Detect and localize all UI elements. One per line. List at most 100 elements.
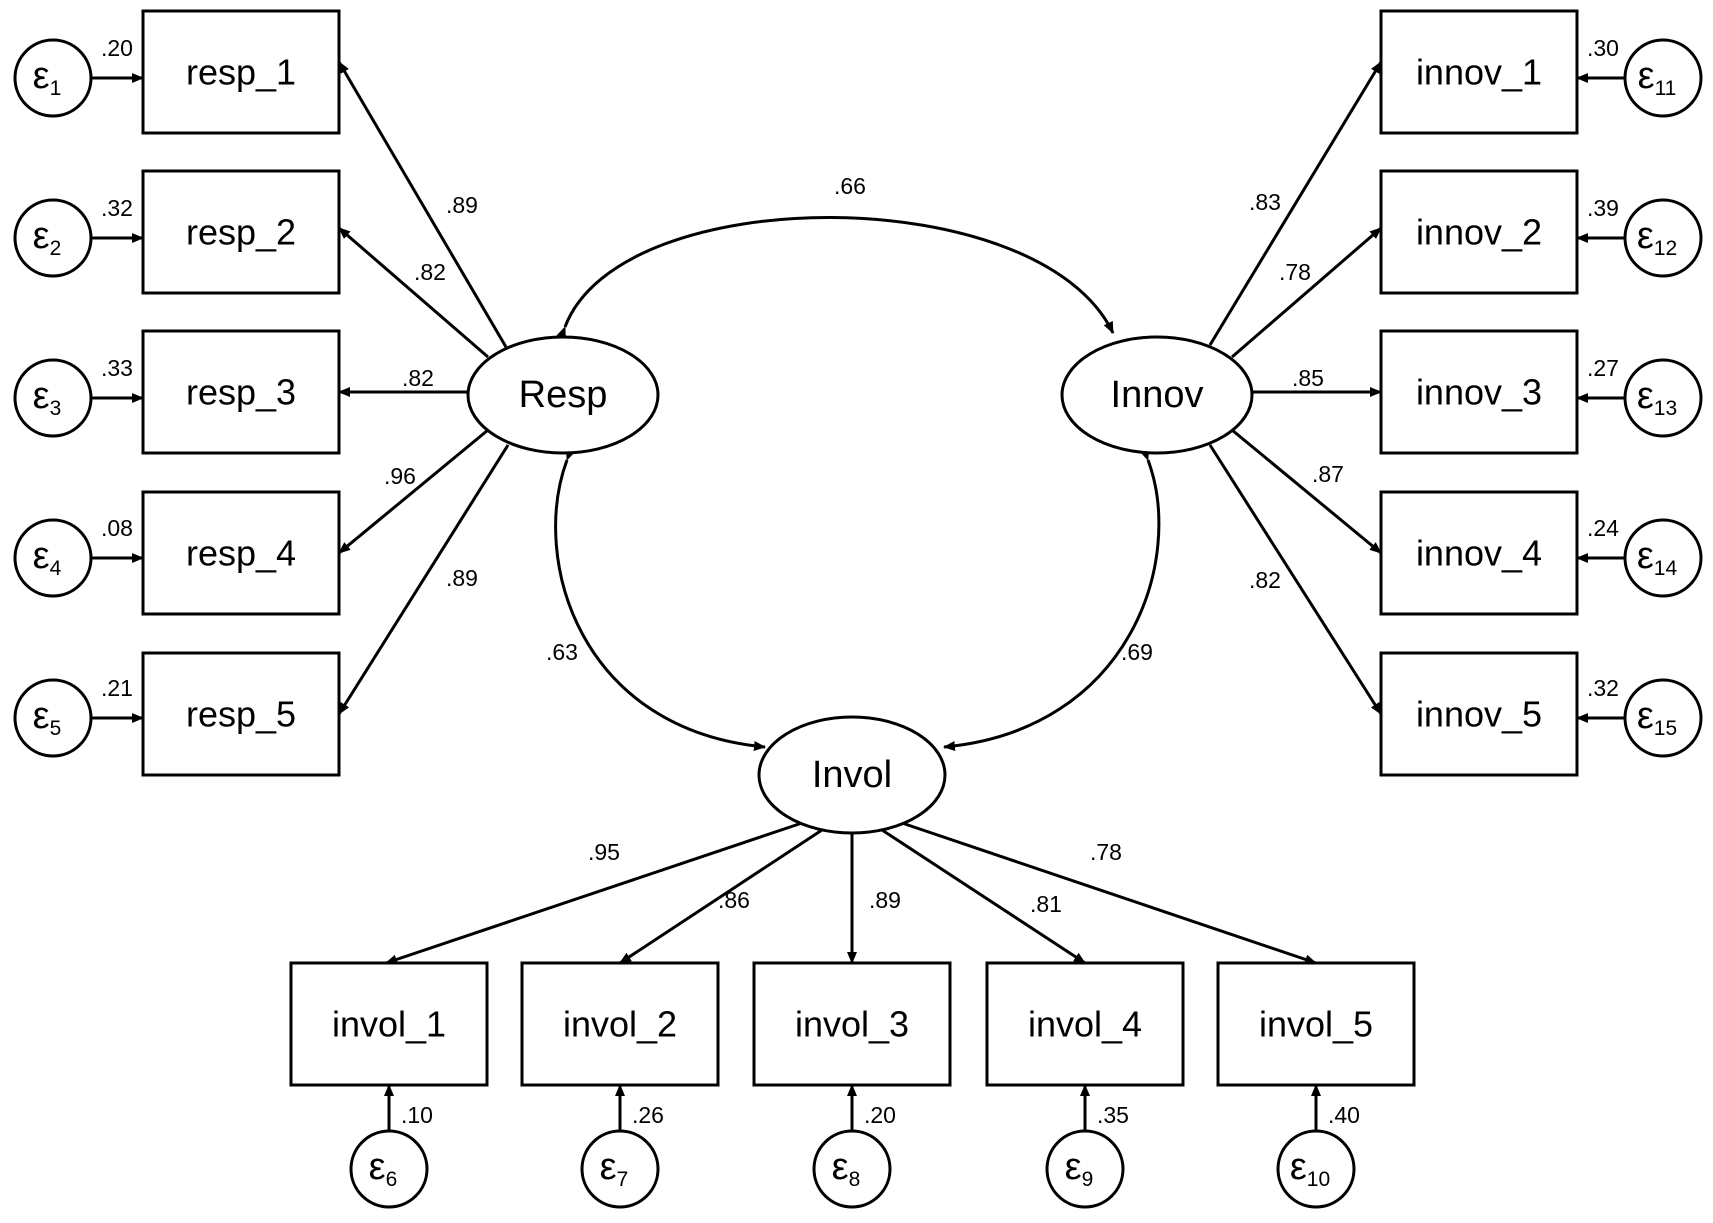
error-symbol-resp_1: ε1 <box>33 55 62 100</box>
error-subscript: 12 <box>1654 237 1677 260</box>
loading-label-resp_1: .89 <box>446 192 478 218</box>
error-variance-label-innov_3: .27 <box>1587 355 1619 381</box>
indicator-label-resp_1: resp_1 <box>186 52 296 93</box>
error-subscript: 10 <box>1307 1168 1330 1191</box>
loading-label-resp_4: .96 <box>384 463 416 489</box>
indicator-label-innov_3: innov_3 <box>1416 372 1542 413</box>
error-circle-invol_1 <box>349 1129 429 1209</box>
error-subscript: 14 <box>1654 557 1678 580</box>
latent-ellipse-resp <box>466 335 660 455</box>
error-circle-invol_2 <box>580 1129 660 1209</box>
indicator-box-innov_2 <box>1379 169 1579 295</box>
error-variance-label-invol_4: .35 <box>1097 1102 1129 1128</box>
loading-path-resp_2 <box>338 226 489 359</box>
error-symbol-invol_3: ε8 <box>832 1146 861 1191</box>
error-symbol-glyph: ε <box>1637 375 1654 417</box>
error-subscript: 15 <box>1654 717 1677 740</box>
loading-path-resp_1 <box>337 61 508 348</box>
error-variance-label-resp_5: .21 <box>101 675 133 701</box>
loading-label-invol_2: .86 <box>718 887 750 913</box>
indicator-label-invol_1: invol_1 <box>332 1004 446 1045</box>
error-symbol-resp_4: ε4 <box>33 535 62 580</box>
error-subscript: 2 <box>50 237 62 260</box>
error-symbol-resp_5: ε5 <box>33 695 62 740</box>
indicator-label-invol_4: invol_4 <box>1028 1004 1142 1045</box>
error-subscript: 6 <box>386 1168 398 1191</box>
error-circle-innov_5 <box>1623 678 1703 758</box>
loading-path-innov_4 <box>1231 428 1382 555</box>
error-subscript: 9 <box>1082 1168 1094 1191</box>
covariance-label-innov-invol: .69 <box>1121 639 1153 665</box>
error-symbol-invol_1: ε6 <box>369 1146 398 1191</box>
error-symbol-glyph: ε <box>1638 55 1655 97</box>
error-symbol-invol_4: ε9 <box>1065 1146 1094 1191</box>
error-circle-resp_5 <box>13 678 93 758</box>
error-variance-label-invol_2: .26 <box>632 1102 664 1128</box>
latent-label-invol: Invol <box>812 754 892 796</box>
loading-label-resp_5: .89 <box>446 565 478 591</box>
error-variance-label-innov_2: .39 <box>1587 195 1619 221</box>
indicator-box-invol_5 <box>1216 961 1416 1087</box>
error-symbol-glyph: ε <box>1637 215 1654 257</box>
error-symbol-glyph: ε <box>33 215 50 257</box>
latent-ellipse-invol <box>757 715 947 835</box>
error-circle-invol_4 <box>1045 1129 1125 1209</box>
covariance-label-resp-innov: .66 <box>834 173 866 199</box>
loading-path-innov_1 <box>1208 61 1383 346</box>
loading-path-invol_5 <box>901 821 1317 965</box>
loading-path-innov_2 <box>1231 226 1382 359</box>
loading-label-resp_3: .82 <box>402 365 434 391</box>
error-circle-resp_1 <box>13 38 93 118</box>
error-circle-innov_1 <box>1623 38 1703 118</box>
error-variance-label-resp_4: .08 <box>101 515 133 541</box>
error-variance-label-innov_1: .30 <box>1587 35 1619 61</box>
latent-ellipse-innov <box>1060 335 1254 455</box>
error-variance-label-resp_3: .33 <box>101 355 133 381</box>
indicator-label-invol_3: invol_3 <box>795 1004 909 1045</box>
error-variance-label-innov_5: .32 <box>1587 675 1619 701</box>
covariance-label-resp-invol: .63 <box>546 639 578 665</box>
loading-label-invol_4: .81 <box>1030 891 1062 917</box>
loading-label-innov_2: .78 <box>1279 259 1311 285</box>
error-symbol-glyph: ε <box>33 535 50 577</box>
loading-path-resp_5 <box>337 444 510 715</box>
indicator-box-resp_1 <box>141 9 341 135</box>
loading-label-innov_3: .85 <box>1292 365 1324 391</box>
error-symbol-innov_5: ε15 <box>1637 695 1677 740</box>
latent-label-innov: Innov <box>1111 374 1204 416</box>
error-subscript: 13 <box>1654 397 1677 420</box>
indicator-label-resp_2: resp_2 <box>186 212 296 253</box>
covariance-path-innov-invol <box>943 447 1161 751</box>
indicator-box-innov_4 <box>1379 490 1579 616</box>
error-symbol-glyph: ε <box>1637 695 1654 737</box>
error-subscript: 7 <box>617 1168 629 1191</box>
error-symbol-glyph: ε <box>33 375 50 417</box>
error-variance-label-resp_1: .20 <box>101 35 133 61</box>
error-subscript: 5 <box>50 717 62 740</box>
error-symbol-glyph: ε <box>1290 1146 1307 1188</box>
indicator-label-resp_5: resp_5 <box>186 694 296 735</box>
error-symbol-glyph: ε <box>832 1146 849 1188</box>
loading-label-invol_3: .89 <box>869 887 901 913</box>
error-symbol-invol_5: ε10 <box>1290 1146 1330 1191</box>
error-variance-label-innov_4: .24 <box>1587 515 1619 541</box>
error-circle-resp_4 <box>13 518 93 598</box>
indicator-label-invol_2: invol_2 <box>563 1004 677 1045</box>
indicator-label-innov_5: innov_5 <box>1416 694 1542 735</box>
error-symbol-glyph: ε <box>1637 535 1654 577</box>
indicator-label-innov_4: innov_4 <box>1416 533 1542 574</box>
indicator-box-resp_3 <box>141 329 341 455</box>
loading-label-innov_5: .82 <box>1249 567 1281 593</box>
error-symbol-innov_4: ε14 <box>1637 535 1678 580</box>
error-subscript: 3 <box>50 397 62 420</box>
error-circle-innov_3 <box>1623 358 1703 438</box>
indicator-box-innov_3 <box>1379 329 1579 455</box>
error-subscript: 11 <box>1655 77 1677 100</box>
indicator-box-invol_1 <box>289 961 489 1087</box>
indicator-box-invol_4 <box>985 961 1185 1087</box>
error-symbol-resp_2: ε2 <box>33 215 62 260</box>
error-subscript: 1 <box>50 77 62 100</box>
error-symbol-glyph: ε <box>33 55 50 97</box>
error-variance-label-invol_1: .10 <box>401 1102 433 1128</box>
